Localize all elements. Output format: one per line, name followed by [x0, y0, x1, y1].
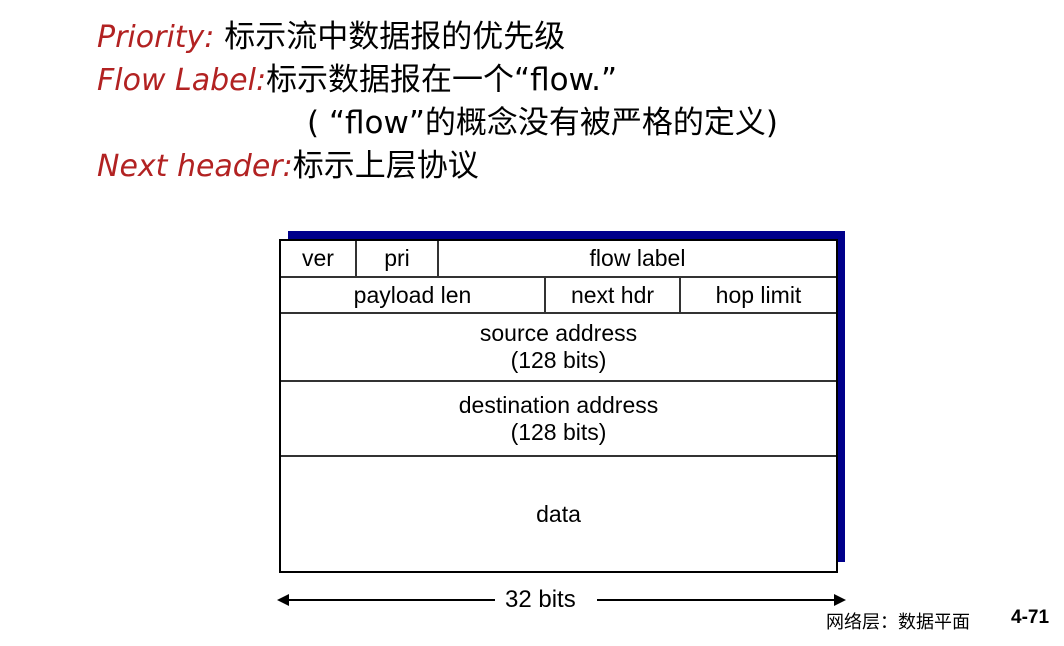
- header-row-2: payload len next hdr hop limit: [281, 278, 836, 314]
- bullet-flow-label: Flow Label:标示数据报在一个“flow.”: [97, 59, 617, 101]
- arrow-right-icon: [834, 594, 846, 606]
- source-address-bits: (128 bits): [510, 347, 607, 373]
- desc-next-header: 标示上层协议: [292, 148, 479, 184]
- footer-section: 网络层：数据平面: [826, 612, 970, 633]
- bullet-flow-note: ( “flow”的概念没有被严格的定义): [307, 102, 778, 143]
- page-number: 4-71: [1011, 607, 1050, 628]
- term-flow-label: Flow Label:: [97, 63, 267, 98]
- field-destination-address: destination address (128 bits): [281, 382, 836, 457]
- field-source-address: source address (128 bits): [281, 314, 836, 382]
- desc-flow-label: 标示数据报在一个“flow.”: [266, 62, 618, 98]
- desc-flow-note: ( “flow”的概念没有被严格的定义): [307, 105, 779, 141]
- source-address-label: source address: [479, 320, 638, 346]
- arrow-left-icon: [277, 594, 289, 606]
- term-priority: Priority:: [97, 20, 215, 55]
- width-label: 32 bits: [505, 586, 576, 613]
- field-next-hdr: next hdr: [546, 278, 681, 312]
- field-payload-len: payload len: [281, 278, 546, 312]
- field-ver: ver: [281, 241, 357, 276]
- desc-priority: 标示流中数据报的优先级: [214, 19, 566, 55]
- header-row-1: ver pri flow label: [281, 241, 836, 278]
- width-arrow-left-line: [285, 599, 495, 601]
- width-arrow-right-line: [597, 599, 837, 601]
- data-label: data: [536, 500, 581, 527]
- bullet-priority: Priority: 标示流中数据报的优先级: [97, 16, 565, 58]
- term-next-header: Next header:: [97, 149, 293, 184]
- destination-address-bits: (128 bits): [510, 418, 607, 445]
- field-data: data: [281, 457, 836, 571]
- field-flow-label: flow label: [589, 245, 686, 271]
- ipv6-header-diagram: ver pri flow label payload len next hdr …: [279, 239, 838, 573]
- field-hop-limit: hop limit: [715, 281, 802, 308]
- destination-address-label: destination address: [458, 391, 659, 418]
- field-pri: pri: [357, 241, 439, 276]
- bullet-next-header: Next header:标示上层协议: [97, 145, 479, 187]
